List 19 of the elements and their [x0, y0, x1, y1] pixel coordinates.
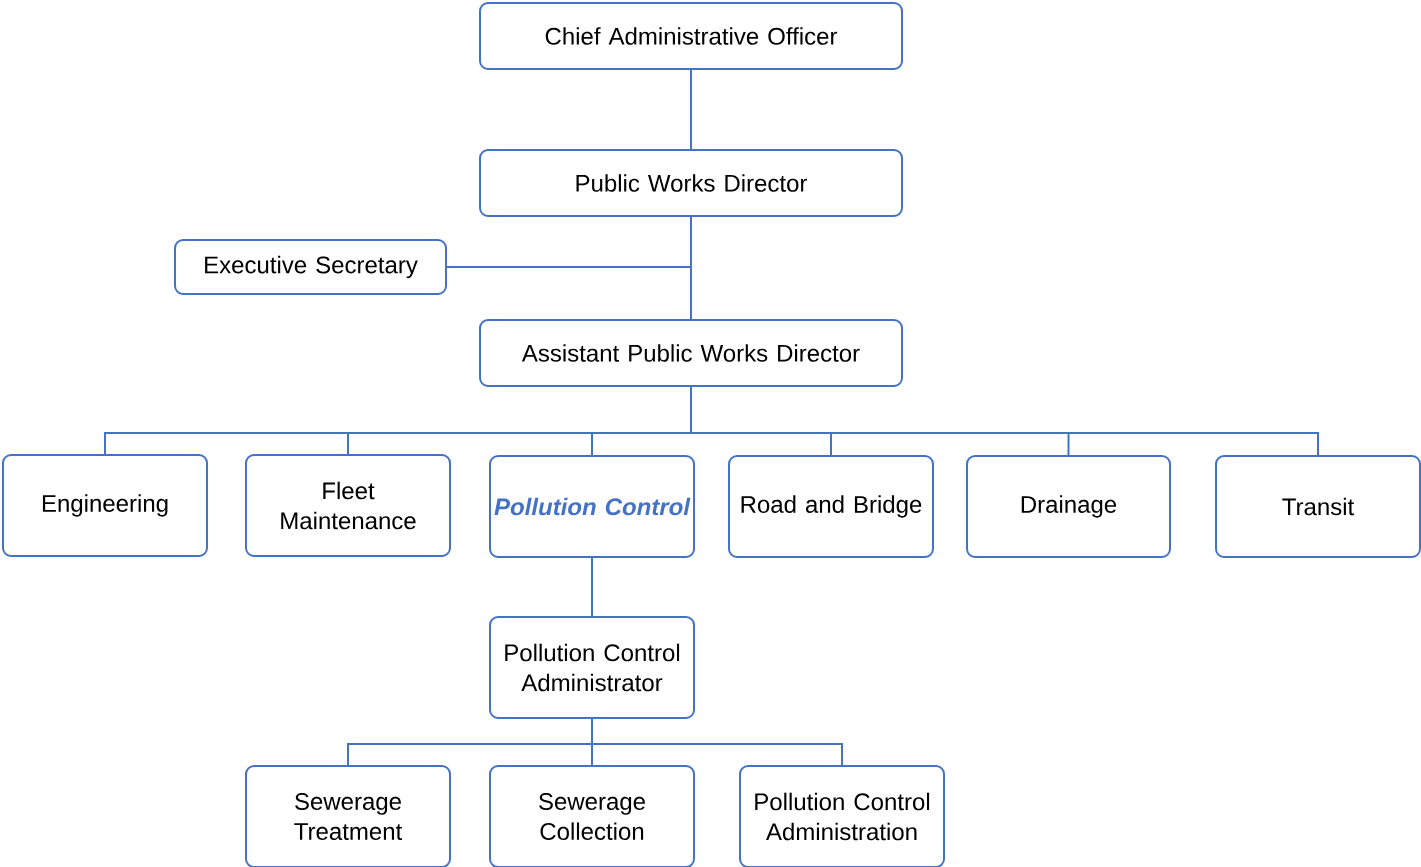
org-box: Fleet Maintenance — [245, 454, 451, 557]
connector-line — [690, 216, 692, 320]
org-box: Drainage — [966, 455, 1171, 558]
org-box: Pollution Control — [489, 455, 695, 558]
org-box: Assistant Public Works Director — [479, 319, 903, 387]
org-box: Road and Bridge — [728, 455, 934, 558]
connector-line — [690, 69, 692, 150]
org-box: Transit — [1215, 455, 1421, 558]
connector-line — [690, 386, 1319, 456]
org-box: Sewerage Collection — [489, 765, 695, 867]
org-box: Sewerage Treatment — [245, 765, 451, 867]
connector-line — [591, 557, 593, 617]
org-box: Public Works Director — [479, 149, 903, 217]
org-box: Chief Administrative Officer — [479, 2, 903, 70]
org-box: Pollution Control Administrator — [489, 616, 695, 719]
org-box: Executive Secretary — [174, 239, 447, 295]
connector-line — [591, 718, 843, 766]
org-box: Engineering — [2, 454, 208, 557]
org-box: Pollution Control Administration — [739, 765, 945, 867]
